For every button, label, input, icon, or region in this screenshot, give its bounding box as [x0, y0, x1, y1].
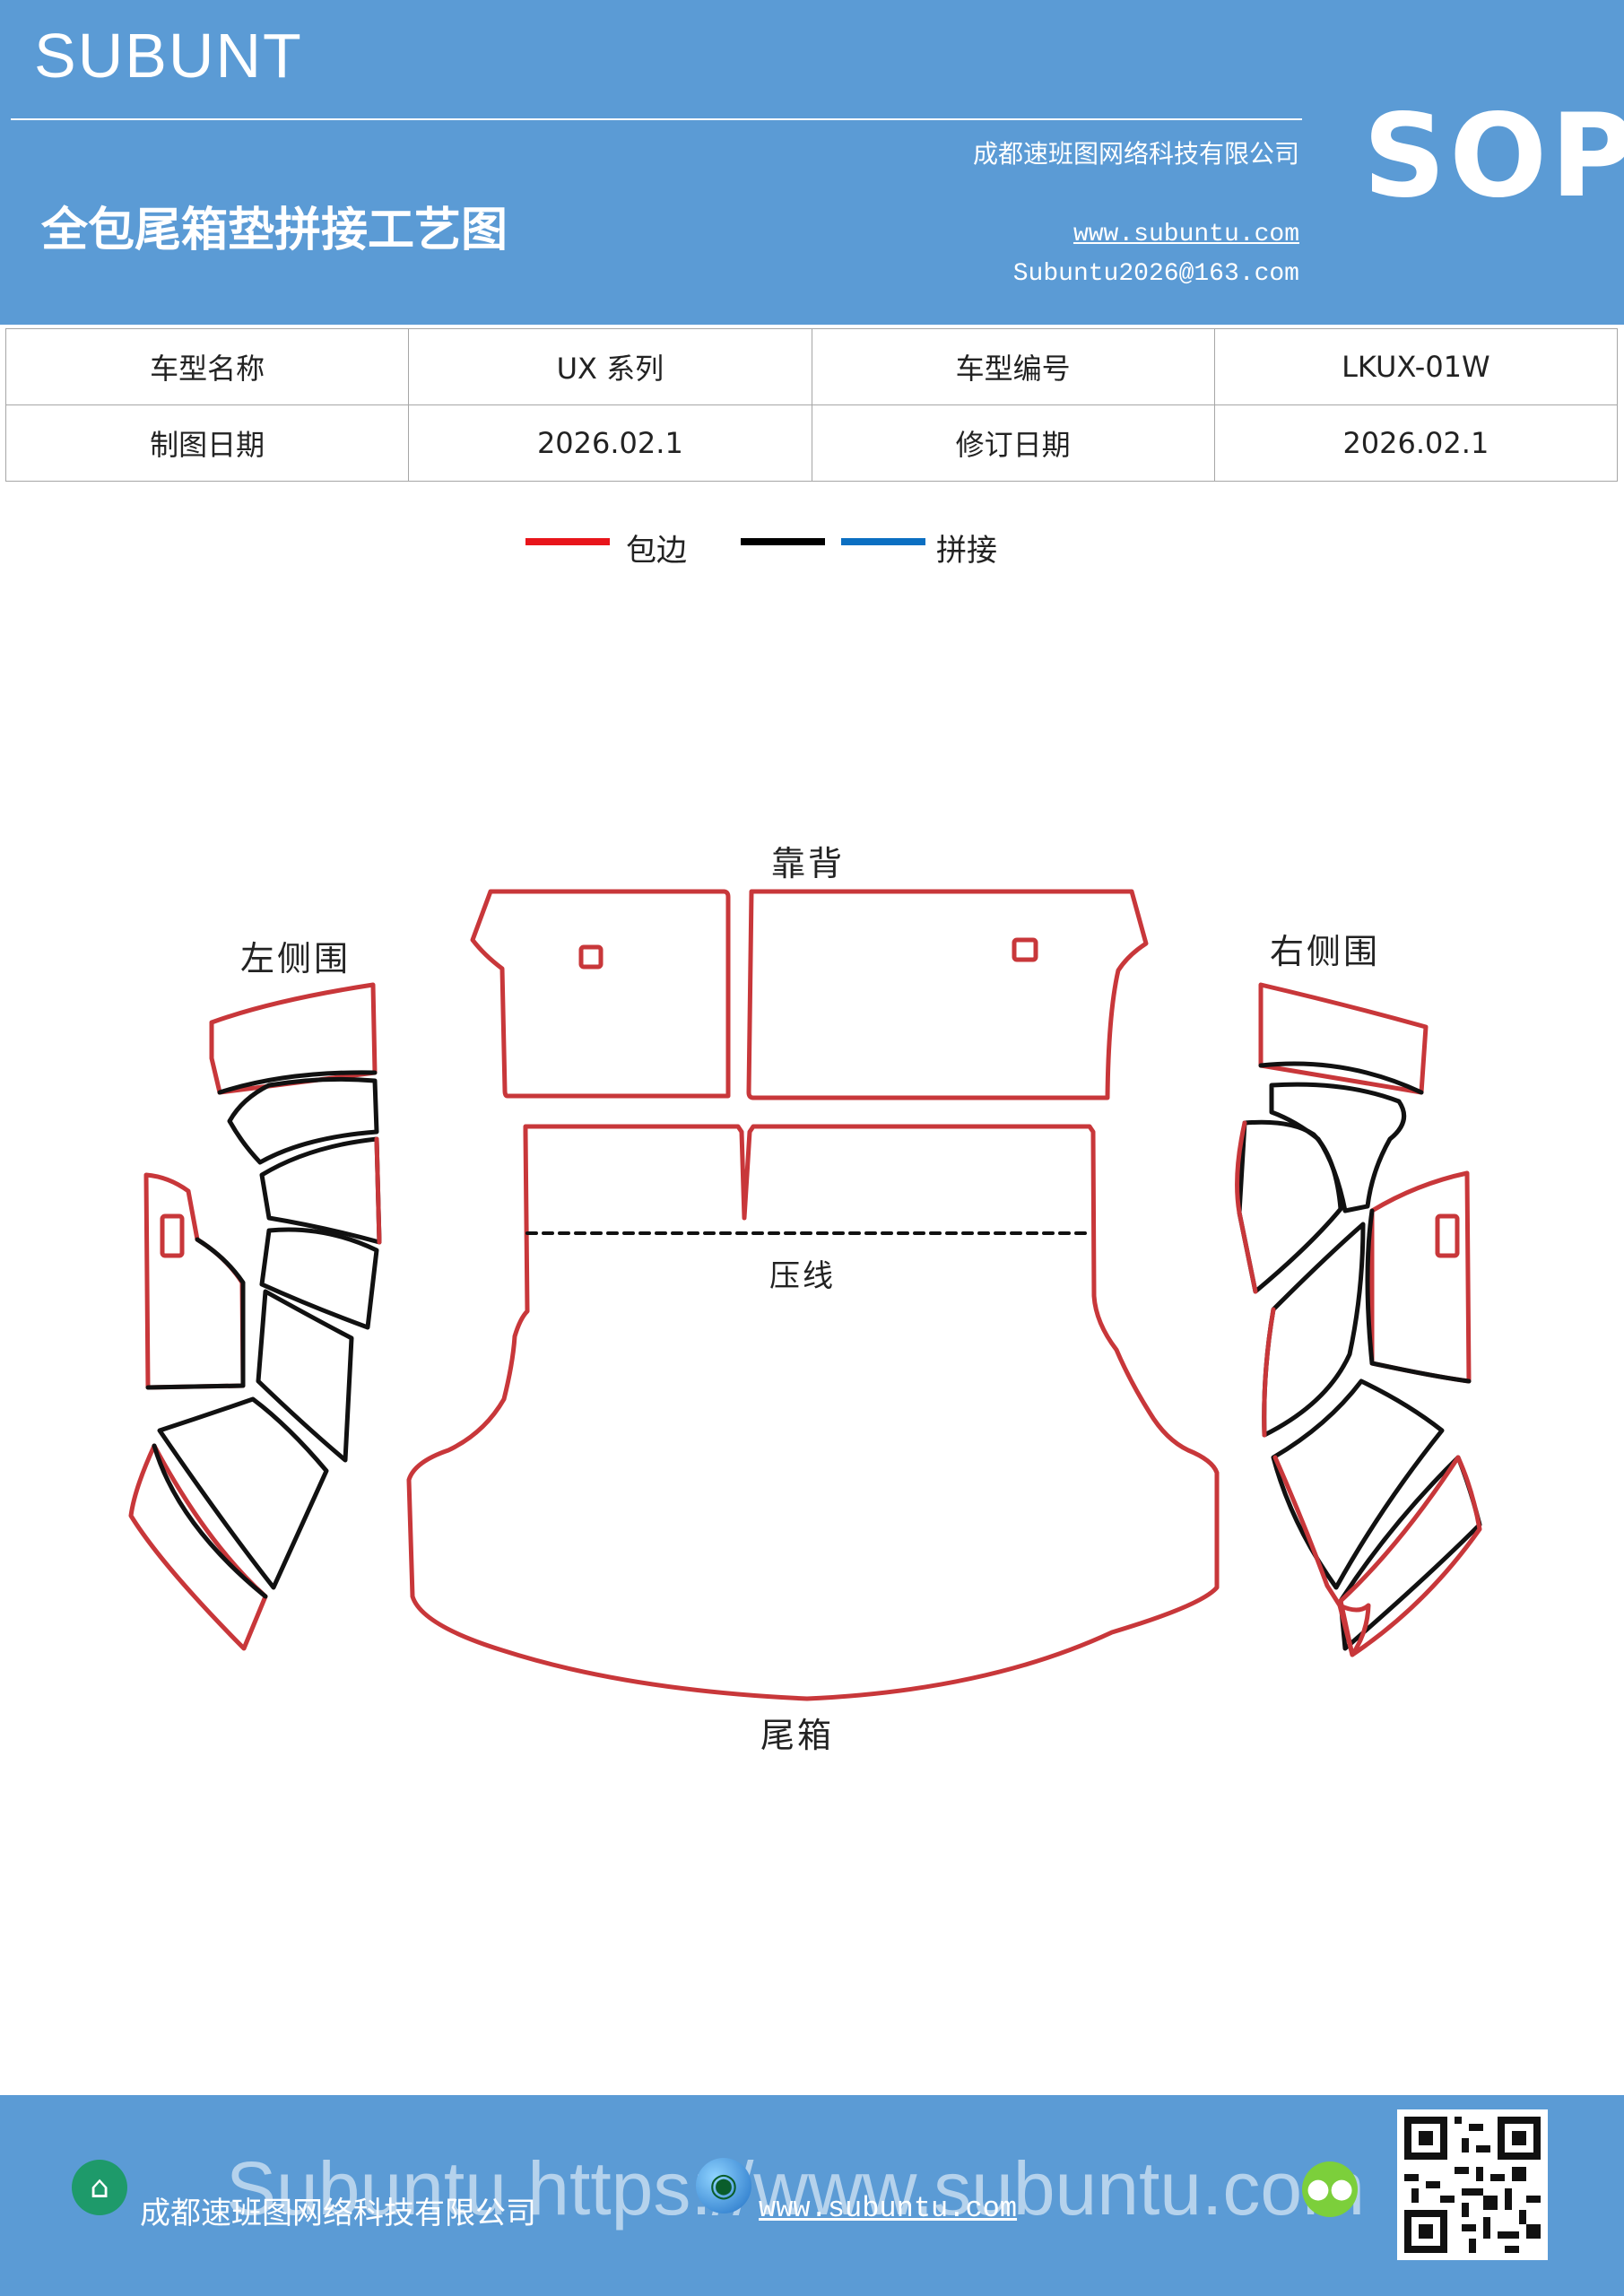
label-trunk: 尾箱 [760, 1716, 834, 1755]
right-panel-7 [1338, 1455, 1482, 1651]
wechat-icon: ●● [1302, 2161, 1358, 2217]
table-cell: UX 系列 [408, 328, 812, 405]
legend-label-edge: 包边 [626, 533, 687, 569]
footer-website-link[interactable]: www.subuntu.com [759, 2192, 1018, 2225]
vehicle-info-table: 车型名称 UX 系列 车型编号 LKUX-01W 制图日期 2026.02.1 … [4, 328, 1619, 482]
right-seam-3 [1235, 1120, 1258, 1294]
right-side-panels [1235, 982, 1482, 1657]
left-seam-3 [374, 1136, 382, 1245]
left-panel-5 [143, 1172, 246, 1390]
email-address[interactable]: Subuntu2026@163.com [1012, 260, 1299, 288]
legend: 包边 拼接 [0, 526, 1624, 579]
table-cell: 车型名称 [4, 328, 410, 405]
table-row: 车型名称 UX 系列 车型编号 LKUX-01W [4, 328, 1619, 405]
left-seam-1 [217, 1070, 378, 1095]
back-hole-left [578, 944, 604, 970]
left-seam-8 [152, 1443, 268, 1599]
website-link[interactable]: www.subuntu.com [1073, 221, 1299, 248]
sop-badge: SOP [1363, 90, 1624, 223]
right-hole [1435, 1213, 1460, 1258]
legend-swatch-red [525, 538, 610, 545]
label-crease: 压线 [769, 1258, 836, 1294]
header-banner: SUBUNT 成都速班图网络科技有限公司 全包尾箱垫拼接工艺图 www.subu… [0, 0, 1624, 325]
label-back: 靠背 [771, 844, 845, 883]
left-panel-6 [256, 1289, 354, 1463]
trunk-panel [406, 1124, 1220, 1701]
right-panel-5 [1369, 1170, 1472, 1384]
left-panel-3 [259, 1136, 382, 1245]
right-seam-4 [1262, 1307, 1276, 1438]
back-panel-left [470, 889, 731, 1099]
footer-watermark: Subuntu https://www.subuntu.com [226, 2146, 1366, 2231]
left-panel-2 [227, 1076, 379, 1165]
qr-modules [1404, 2117, 1541, 2253]
legend-swatch-blue [841, 538, 925, 545]
table-cell: 修订日期 [811, 404, 1215, 482]
back-hole-right [1012, 937, 1038, 962]
left-panel-4 [259, 1227, 379, 1330]
qr-code [1397, 2109, 1548, 2260]
left-panel-8 [128, 1443, 268, 1651]
right-panel-8 [1338, 1455, 1482, 1657]
left-panel-7 [157, 1396, 329, 1590]
company-name: 成都速班图网络科技有限公司 [972, 139, 1299, 169]
legend-swatch-black [741, 538, 825, 545]
left-seam-5 [145, 1237, 246, 1390]
building-icon: ⌂ [72, 2160, 127, 2215]
table-cell: 制图日期 [4, 404, 410, 482]
right-seam-5 [1365, 1208, 1472, 1384]
table-cell: 2026.02.1 [1213, 404, 1619, 482]
right-panel-3 [1237, 1119, 1343, 1294]
left-hole [160, 1213, 185, 1258]
right-panel-9 [1337, 1603, 1371, 1657]
right-panel-1 [1258, 982, 1429, 1095]
left-panel-1 [209, 982, 378, 1095]
table-row: 制图日期 2026.02.1 修订日期 2026.02.1 [4, 404, 1619, 482]
left-side-panels [128, 982, 382, 1651]
brand-name: SUBUNT [34, 21, 303, 91]
document-title: 全包尾箱垫拼接工艺图 [41, 203, 508, 257]
table-cell: LKUX-01W [1213, 328, 1619, 405]
header-divider [11, 118, 1302, 120]
back-panels [470, 889, 1149, 1100]
table-cell: 2026.02.1 [408, 404, 812, 482]
trunk-outline [406, 1124, 1220, 1701]
table-cell: 车型编号 [811, 328, 1215, 405]
label-right-side: 右侧围 [1270, 932, 1380, 971]
legend-label-seam: 拼接 [936, 533, 997, 569]
right-seam-1 [1258, 1061, 1424, 1095]
right-panel-4 [1262, 1222, 1366, 1438]
globe-icon: ◉ [696, 2158, 751, 2213]
footer-company: 成都速班图网络科技有限公司 [140, 2196, 536, 2231]
right-seam-9 [1272, 1455, 1342, 1608]
back-panel-right [746, 889, 1149, 1100]
label-left-side: 左侧围 [240, 939, 351, 978]
